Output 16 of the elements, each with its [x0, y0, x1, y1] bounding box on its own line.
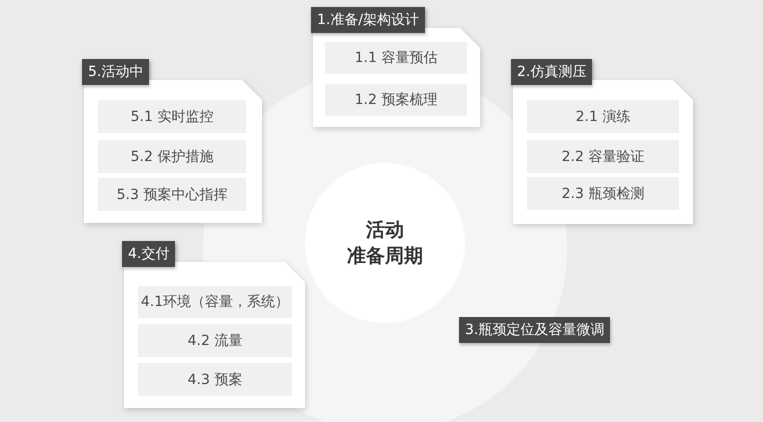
- heading-tag: 1.准备/架构设计: [311, 7, 426, 33]
- item-box: 2.3 瓶颈检测: [527, 177, 679, 210]
- item-box: 5.3 预案中心指挥: [98, 178, 246, 211]
- item-box: 2.2 容量验证: [527, 140, 679, 173]
- heading-tag: 3.瓶颈定位及容量微调: [459, 317, 610, 343]
- heading-tag: 2.仿真测压: [511, 59, 592, 85]
- item-box: 1.2 预案梳理: [325, 84, 467, 116]
- item-box: 1.1 容量预估: [325, 42, 467, 74]
- item-box: 2.1 演练: [527, 100, 679, 133]
- heading-tag: 4.交付: [122, 241, 176, 267]
- item-box: 4.2 流量: [138, 324, 292, 357]
- heading-tag: 5.活动中: [82, 59, 150, 85]
- item-box: 5.1 实时监控: [98, 100, 246, 133]
- item-box: 4.3 预案: [138, 363, 292, 396]
- item-box: 5.2 保护措施: [98, 140, 246, 173]
- item-box: 4.1环境（容量，系统）: [138, 286, 292, 318]
